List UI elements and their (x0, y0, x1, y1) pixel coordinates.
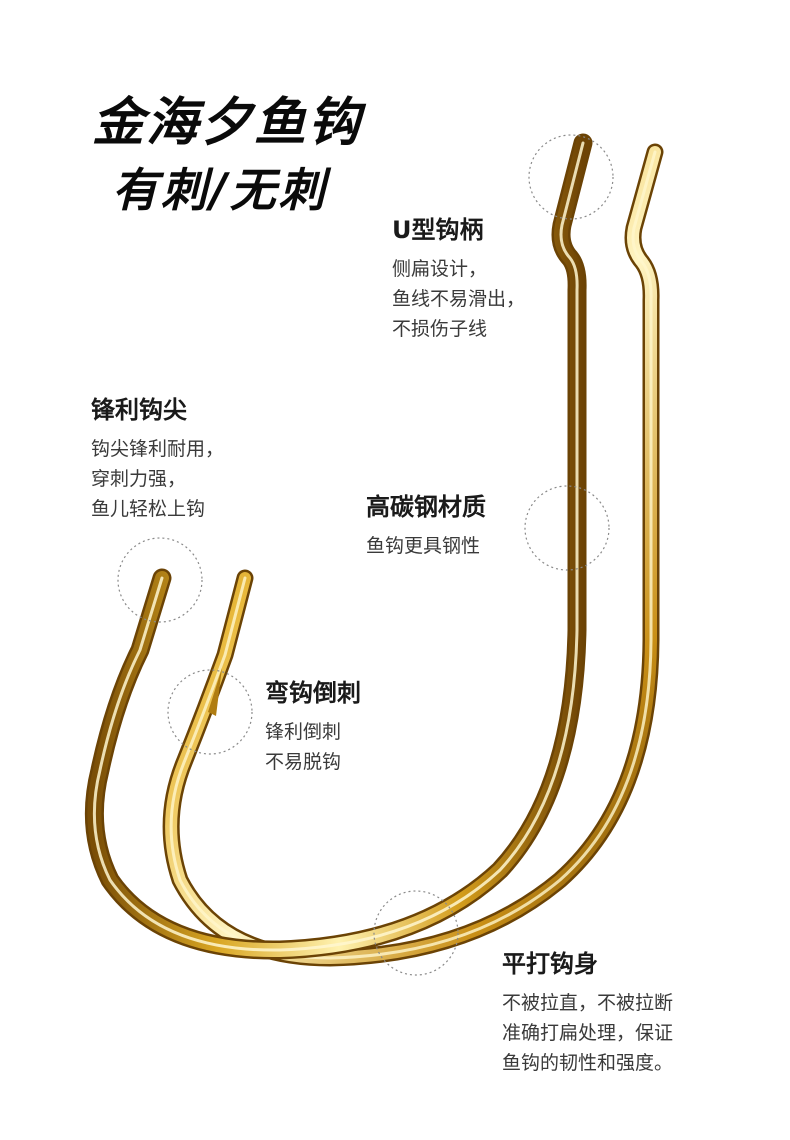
callout-barb-line: 锋利倒刺 (265, 721, 342, 743)
callout-barb-line: 不易脱钩 (265, 751, 342, 773)
callout-body-heading: 平打钩身 (502, 950, 598, 978)
callout-shank-heading: U型钩柄 (392, 216, 484, 244)
callout-barb-heading: 弯钩倒刺 (265, 679, 361, 707)
callout-body-line: 鱼钩的韧性和强度。 (502, 1052, 674, 1074)
callout-shank-line: 鱼线不易滑出， (392, 288, 526, 310)
callout-steel-line: 鱼钩更具钢性 (366, 535, 481, 557)
highlight-circle-shank (528, 134, 614, 220)
product-title: 金海夕鱼钩 (92, 93, 363, 153)
callout-barb: 弯钩倒刺 锋利倒刺 不易脱钩 (265, 677, 361, 777)
highlight-circle-barb (167, 669, 253, 755)
highlight-circle-body (373, 890, 459, 976)
callout-shank-line: 不损伤子线 (392, 318, 488, 340)
callout-point-line: 穿刺力强， (91, 468, 187, 490)
callout-point: 锋利钩尖 钩尖锋利耐用， 穿刺力强， 鱼儿轻松上钩 (91, 394, 224, 524)
callout-body: 平打钩身 不被拉直，不被拉断 准确打扁处理，保证 鱼钩的韧性和强度。 (502, 948, 673, 1078)
callout-point-heading: 锋利钩尖 (91, 396, 187, 424)
callout-shank: U型钩柄 侧扁设计， 鱼线不易滑出， 不损伤子线 (392, 214, 525, 344)
highlight-circle-steel (524, 485, 610, 571)
callout-point-line: 鱼儿轻松上钩 (91, 498, 206, 520)
hook-front (84, 133, 593, 960)
callout-steel: 高碳钢材质 鱼钩更具钢性 (366, 491, 486, 561)
highlight-circle-point (117, 537, 203, 623)
callout-steel-heading: 高碳钢材质 (366, 493, 486, 521)
product-subtitle: 有刺/无刺 (112, 163, 328, 217)
callout-body-line: 不被拉直，不被拉断 (502, 992, 674, 1014)
callout-shank-line: 侧扁设计， (392, 258, 488, 280)
hook-back (162, 143, 664, 967)
callout-point-line: 钩尖锋利耐用， (91, 438, 225, 460)
callout-body-line: 准确打扁处理，保证 (502, 1022, 674, 1044)
